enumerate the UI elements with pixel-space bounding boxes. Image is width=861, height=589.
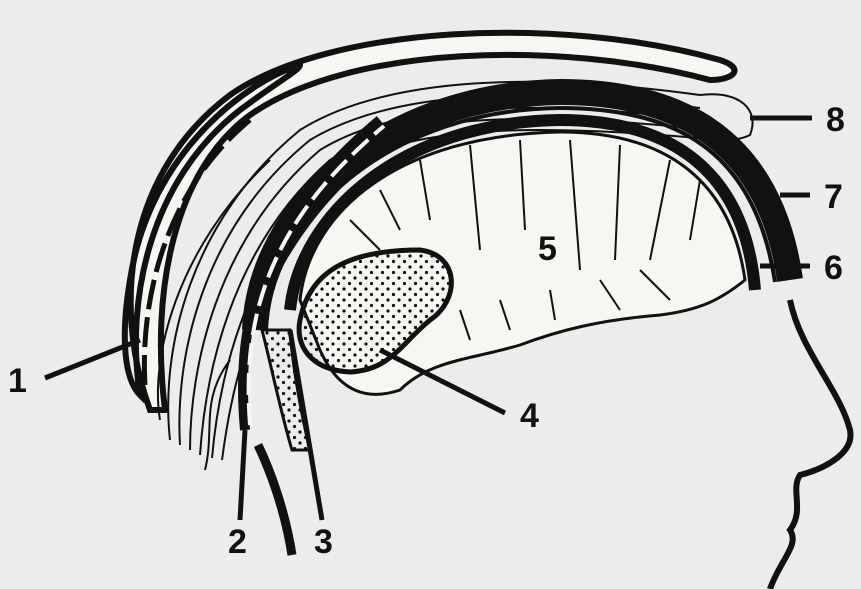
label-4: 4 — [520, 397, 539, 435]
label-1: 1 — [8, 362, 27, 400]
face-profile — [770, 300, 850, 589]
label-5: 5 — [538, 230, 557, 268]
label-2: 2 — [228, 523, 247, 561]
label-3: 3 — [314, 523, 333, 561]
label-6: 6 — [824, 249, 843, 287]
label-8: 8 — [826, 101, 845, 139]
label-7: 7 — [824, 178, 843, 216]
